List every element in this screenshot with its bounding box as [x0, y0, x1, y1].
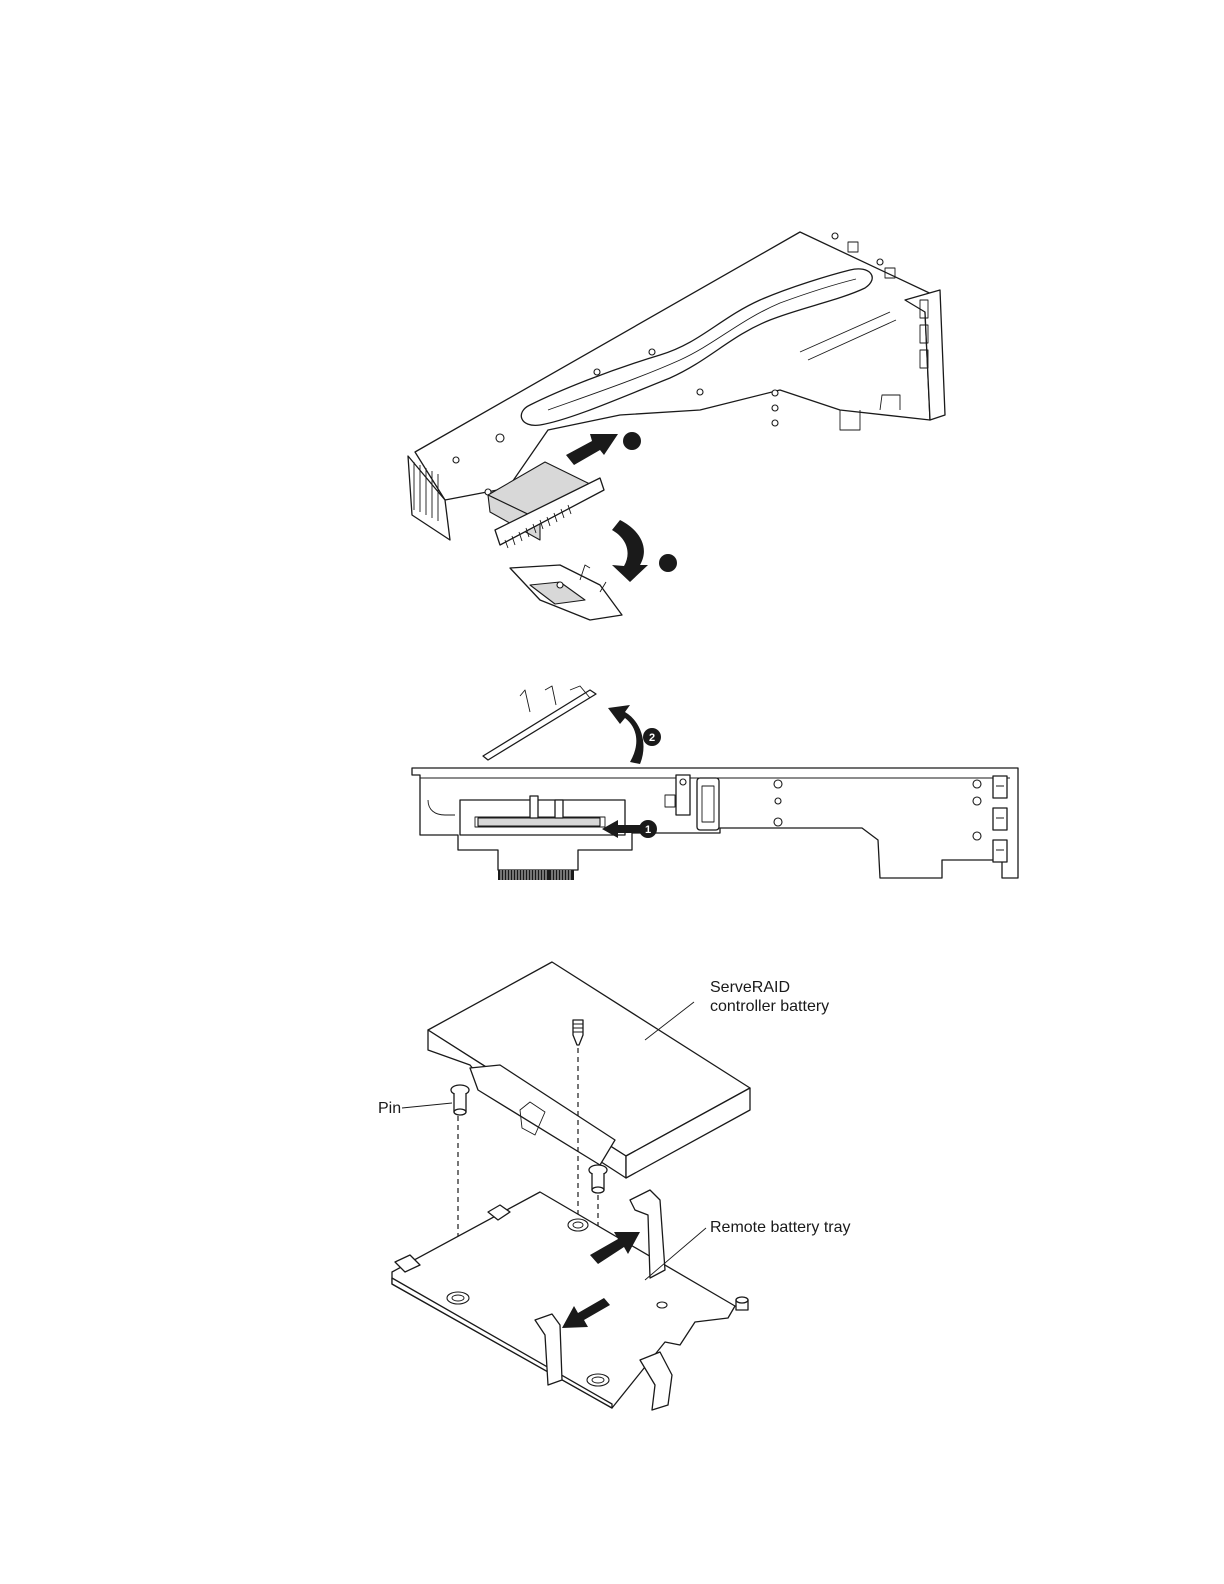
leader-battery: [645, 1002, 694, 1040]
slide-arrow-1: [566, 434, 618, 465]
tray-clip-end: [640, 1352, 672, 1410]
label-pin: Pin: [378, 1100, 401, 1117]
callout-2-label-fig2: 2: [649, 732, 655, 744]
rotate-arrow-2: [612, 520, 648, 582]
pcie-bracket: [483, 690, 596, 760]
pin-right: [589, 1165, 607, 1193]
riser-side-view: 2 1: [412, 686, 1018, 880]
riser-side-slots: [993, 776, 1007, 862]
label-battery-line2: controller battery: [710, 998, 829, 1015]
label-battery-line1: ServeRAID: [710, 979, 790, 996]
label-tray: Remote battery tray: [710, 1219, 851, 1236]
callout-1-marker: [623, 432, 641, 450]
riser-cage-isometric: [408, 232, 945, 620]
pin-left: [451, 1085, 469, 1115]
riser-cage-top-plate: [415, 232, 940, 500]
lift-arrow-2: [608, 705, 644, 764]
battery-assembly: ServeRAID controller battery Pin Remote …: [378, 962, 851, 1410]
leader-pin: [402, 1103, 452, 1108]
callout-2-marker: [659, 554, 677, 572]
pcie-edge-contacts: [498, 870, 574, 880]
callout-1-label-fig2: 1: [645, 824, 651, 836]
